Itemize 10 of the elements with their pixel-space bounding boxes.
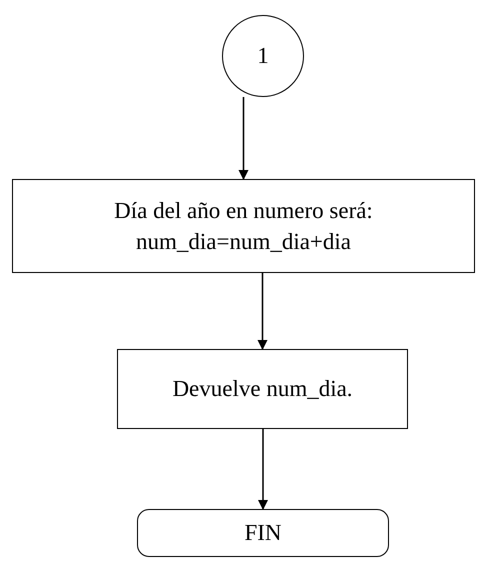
process-box: [12, 179, 475, 273]
node-text: Devuelve num_dia.: [172, 375, 353, 404]
process-box: [117, 349, 408, 429]
terminal-box: [137, 509, 389, 557]
arrow: [258, 429, 268, 510]
arrow: [238, 97, 248, 180]
node-text: 1: [257, 42, 269, 70]
node-text: FIN: [244, 519, 282, 548]
arrow: [258, 273, 268, 350]
node-text: Día del año en numero será: num_dia=num_dia+dia: [113, 196, 374, 256]
